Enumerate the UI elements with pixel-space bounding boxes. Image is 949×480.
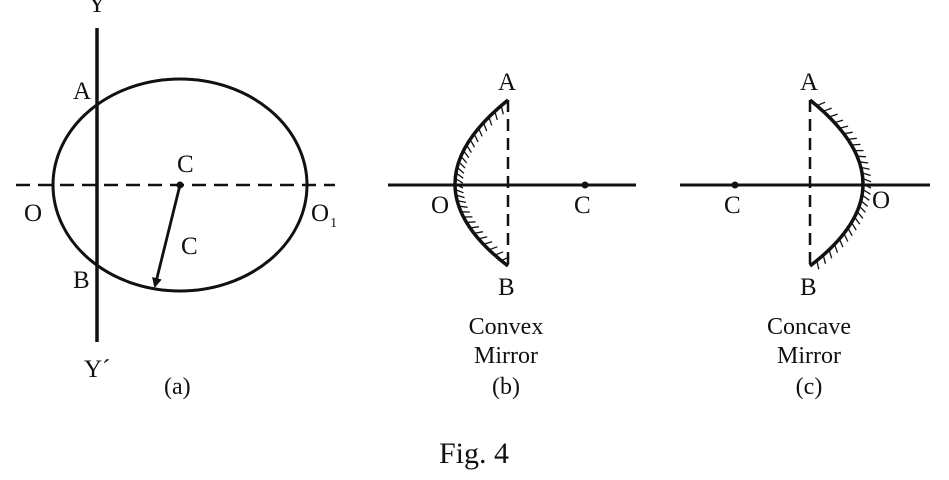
hatch-mark [843, 233, 849, 242]
label-o1-subscript: 1 [330, 216, 337, 231]
hatch-mark [839, 125, 849, 129]
hatch-mark [478, 236, 488, 240]
figure-caption: Fig. 4 [439, 437, 509, 470]
label-o: O [431, 192, 449, 219]
mirror-hatching [454, 105, 510, 262]
hatch-mark [860, 166, 870, 170]
hatch-mark [838, 238, 844, 248]
panel-a-caption: (a) [164, 374, 191, 400]
label-y-prime: Y´ [84, 356, 110, 383]
label-y: Y [88, 0, 106, 18]
hatch-mark [473, 231, 484, 235]
label-o1: O1 [311, 200, 337, 231]
hatch-mark [861, 172, 871, 177]
panel-c: A B O C Concave Mirror (c) [680, 69, 930, 400]
hatch-mark [834, 119, 844, 124]
hatch-mark [862, 177, 872, 183]
panel-b-title-line1: Convex [469, 314, 544, 340]
hatch-mark [454, 177, 464, 184]
mirror-hatching [816, 101, 872, 270]
center-point [731, 181, 739, 189]
label-b: B [73, 267, 90, 294]
hatch-mark [500, 105, 504, 115]
hatch-mark [488, 246, 498, 251]
hatch-mark [488, 116, 493, 126]
hatch-mark [816, 260, 820, 270]
hatch-mark [455, 172, 464, 179]
concave-mirror-arc [808, 98, 865, 268]
label-a: A [498, 69, 516, 96]
hatch-mark [822, 255, 827, 264]
hatch-mark [850, 222, 857, 231]
hatch-mark [494, 111, 498, 121]
panel-b: A B O C Convex Mirror (b) [388, 69, 636, 400]
hatch-mark [473, 133, 479, 143]
hatch-mark [454, 183, 464, 189]
hatch-mark [456, 199, 467, 204]
hatch-mark [847, 137, 857, 141]
hatch-mark [454, 188, 464, 194]
hatch-mark [828, 113, 838, 118]
hatch-mark [857, 155, 867, 158]
hatch-mark [478, 127, 483, 137]
hatch-mark [847, 227, 853, 237]
hatch-mark [470, 226, 479, 229]
radius-arrow [152, 184, 182, 288]
label-a: A [73, 78, 91, 105]
label-center: C [177, 151, 194, 178]
hatch-mark [862, 183, 872, 189]
panel-c-title-line1: Concave [767, 314, 851, 340]
hatch-mark [816, 101, 826, 107]
label-center: C [574, 192, 591, 219]
label-o: O [24, 200, 42, 227]
hatch-mark [456, 166, 465, 174]
hatch-mark [455, 194, 465, 199]
hatch-mark [462, 150, 470, 159]
hatch-mark [460, 210, 470, 213]
label-o: O [872, 187, 890, 214]
hatch-mark [862, 188, 871, 195]
hatch-mark [465, 144, 472, 153]
hatch-mark [494, 251, 504, 256]
hatch-mark [861, 194, 870, 201]
hatch-mark [483, 241, 493, 245]
panel-c-title-line2: Mirror [777, 343, 841, 369]
label-a: A [800, 69, 818, 96]
hatch-mark [843, 131, 853, 135]
label-radius: C [181, 233, 198, 260]
hatch-mark [469, 139, 476, 148]
label-b: B [800, 274, 817, 301]
hatch-mark [860, 200, 869, 207]
panel-b-title-line2: Mirror [474, 343, 538, 369]
hatch-mark [856, 211, 864, 219]
hatch-mark [460, 155, 468, 164]
panel-b-caption: (b) [492, 374, 520, 400]
hatch-mark [859, 161, 869, 164]
hatch-mark [482, 122, 488, 132]
label-b: B [498, 274, 515, 301]
hatch-mark [833, 244, 839, 253]
hatch-mark [822, 107, 832, 112]
panel-c-caption: (c) [796, 374, 823, 400]
hatch-mark [500, 256, 510, 262]
label-center: C [724, 192, 741, 219]
center-point [581, 181, 589, 189]
hatch-mark [458, 161, 466, 169]
hatch-mark [458, 205, 468, 208]
hatch-mark [851, 143, 861, 146]
panel-a: Y Y´ A B O O1 C C (a) [16, 0, 337, 400]
hatch-mark [466, 221, 476, 224]
hatch-mark [828, 249, 833, 259]
hatch-mark [858, 205, 866, 213]
hatch-mark [853, 216, 861, 225]
